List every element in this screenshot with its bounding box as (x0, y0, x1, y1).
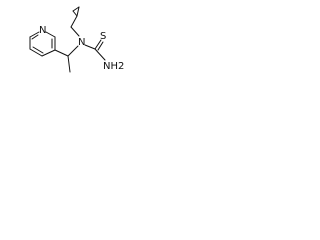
ring-double-bond-inner-1 (32, 46, 44, 54)
structure-diagram: N S NH2 N (0, 0, 126, 93)
methine-to-methyl-bond (67, 55, 71, 73)
amine-nitrogen-label: N (78, 37, 85, 48)
thio-sulfur-label: S (100, 31, 106, 42)
thiocarbonyl-double-bond-b (97, 41, 104, 51)
ring-bond-2 (29, 48, 43, 57)
thiocarbonyl-double-bond-a (94, 39, 102, 50)
thiocarbon-to-amide-bond (94, 48, 106, 61)
nitrogen-to-thiocarbon-bond (84, 44, 96, 50)
ring-bond-5 (45, 31, 56, 38)
molecule-drawing: N S NH2 N (29, 6, 124, 73)
ring-nitrogen-label: N (39, 25, 46, 36)
bond-layer (29, 6, 106, 73)
ring-double-bond-inner-3 (31, 34, 39, 40)
amide-nh2-label: NH2 (103, 61, 124, 72)
cyclopropyl-bond-1 (72, 6, 80, 12)
nitrogen-to-methine-bond (67, 45, 79, 57)
atom-labels: N S NH2 N (39, 25, 124, 72)
ring-bond-4 (29, 31, 40, 38)
ring-bond-1 (41, 49, 56, 57)
methine-to-ring-bond (54, 49, 69, 57)
cyclopropyl-to-methylene-bond (70, 15, 78, 28)
cyclopropyl-bond-2 (72, 10, 78, 17)
cyclopropyl-bond-3 (76, 6, 80, 17)
methylene-to-nitrogen-bond (70, 26, 80, 37)
